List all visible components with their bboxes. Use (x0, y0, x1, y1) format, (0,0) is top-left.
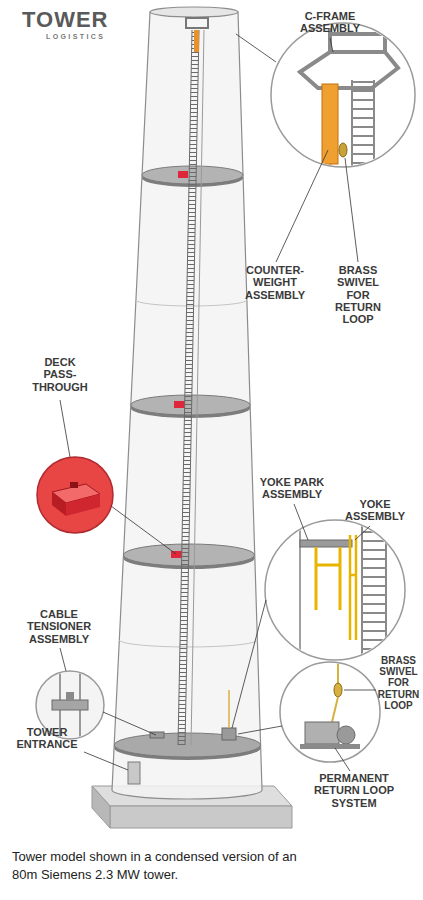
tower-door (128, 762, 140, 784)
park-rail (299, 515, 301, 665)
callout-label: CABLE TENSIONER ASSEMBLY (20, 608, 98, 645)
callout-label: BRASS SWIVEL FOR RETURN LOOP (328, 264, 388, 326)
tensioner-bracket (52, 700, 88, 710)
leader-line (236, 34, 276, 62)
counterweight (194, 30, 199, 52)
leader-line (111, 506, 176, 554)
safety-cable (191, 30, 204, 745)
callout-label: DECK PASS-THROUGH (30, 356, 90, 393)
deck-pass-through (171, 551, 182, 558)
callout-label: YOKE ASSEMBLY (336, 498, 414, 523)
tower-shell (112, 12, 262, 799)
leader-line (345, 158, 358, 262)
counterweight-cable (329, 164, 332, 180)
detail-inset (37, 457, 113, 533)
leader-line (103, 712, 156, 735)
brass-swivel (334, 683, 342, 697)
deck-pass-through (174, 401, 185, 408)
brass-swivel (339, 143, 347, 157)
machine-base (300, 744, 360, 749)
return-loop-cable (332, 697, 338, 722)
return-loop-cable (228, 690, 230, 728)
foundation-front (110, 806, 292, 828)
section-joint (119, 640, 257, 647)
return-loop-cable (337, 660, 339, 684)
platform-deck (114, 733, 260, 757)
logo-text: TOWER (22, 8, 132, 33)
yoke-park (316, 547, 340, 610)
ladder-rungs (362, 515, 386, 665)
ladder-rail (351, 80, 353, 180)
leader-line (238, 726, 282, 734)
return-loop-machine (305, 722, 339, 744)
ladder-rail (385, 515, 387, 665)
ladder-rungs (178, 30, 199, 745)
leader-line (60, 400, 70, 457)
return-loop-drum (337, 726, 355, 744)
leader-line (335, 748, 350, 771)
ladder-rail (178, 30, 192, 745)
ladder-rail (373, 80, 375, 180)
leader-line (60, 648, 66, 671)
callout-label: PERMANENT RETURN LOOP SYSTEM (312, 772, 396, 809)
leader-line (276, 150, 328, 262)
logo-text: LOGISTICS (46, 33, 126, 41)
leader-line (232, 600, 266, 728)
yoke-park-bracket (300, 540, 352, 547)
callout-label: TOWER ENTRANCE (10, 726, 84, 751)
callout-label: COUNTER-WEIGHT ASSEMBLY (238, 264, 312, 301)
tensioner-bolt (66, 692, 74, 700)
detail-inset (271, 23, 415, 167)
c-frame-detail (300, 28, 398, 180)
figure-caption: Tower model shown in a condensed version… (12, 848, 312, 883)
leader-line (355, 526, 370, 540)
return-loop-unit (222, 728, 236, 740)
ladder-rail (185, 30, 199, 745)
leader-line (84, 752, 128, 770)
ladder-rail (361, 515, 363, 665)
leader-line (344, 690, 376, 691)
deck-pass-through (178, 171, 188, 178)
pass-through-front (66, 494, 100, 516)
leader-line (294, 504, 308, 540)
leader-line (330, 38, 333, 52)
tower-top-rim (150, 7, 238, 17)
detail-inset (280, 662, 380, 762)
pass-through-side (52, 492, 66, 516)
pass-through-hole (70, 482, 78, 488)
callout-label: YOKE PARK ASSEMBLY (250, 476, 334, 501)
callout-label: BRASS SWIVEL FOR RETURN LOOP (374, 655, 423, 711)
foundation-side (92, 786, 110, 828)
counterweight (322, 84, 338, 164)
ladder-rungs (352, 80, 374, 180)
c-frame-beam (300, 52, 398, 88)
callout-label: C-FRAME ASSEMBLY (290, 10, 370, 35)
yoke (350, 535, 356, 640)
c-frame (186, 18, 208, 28)
